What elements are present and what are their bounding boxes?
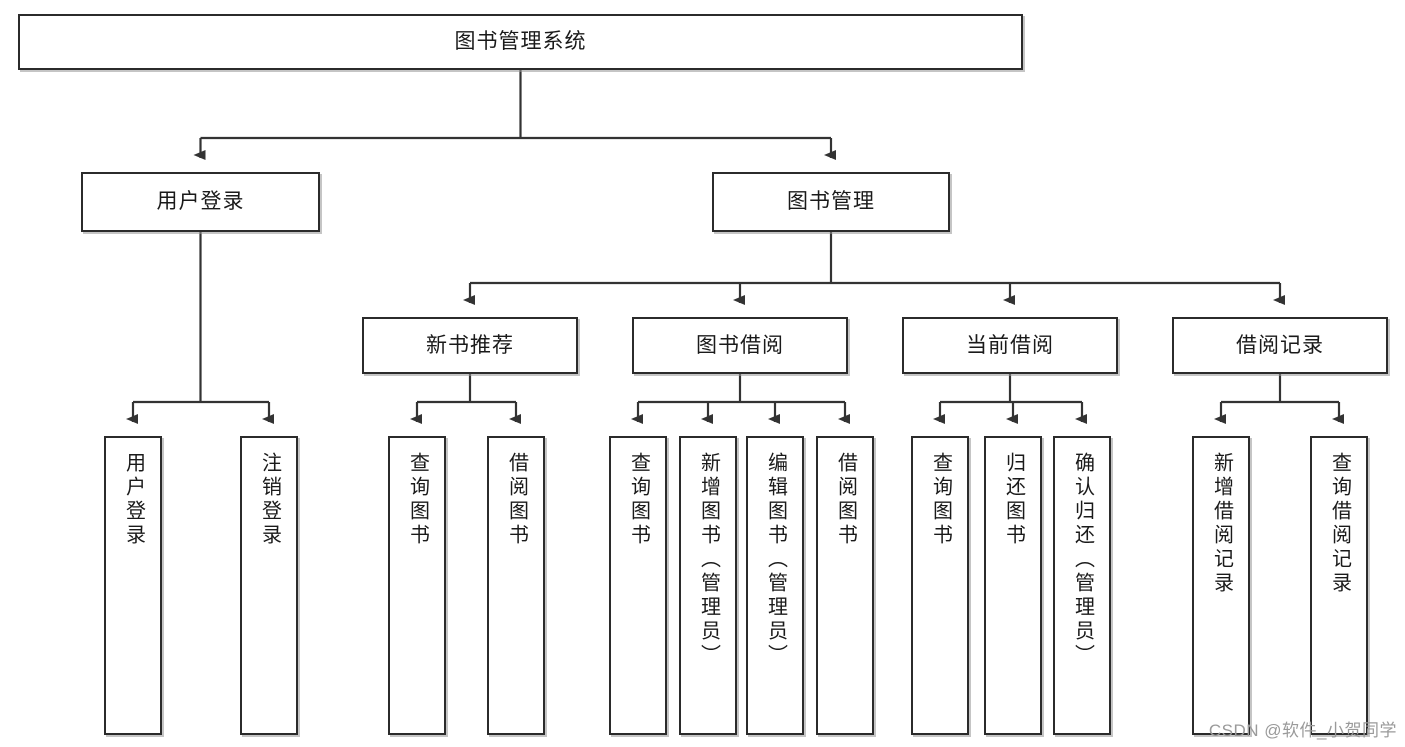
node-leaf-q3[interactable]: 查询图书 xyxy=(911,436,969,735)
node-label: 借阅图书 xyxy=(834,452,857,548)
node-label: 用户登录 xyxy=(122,452,145,548)
node-book-borrow[interactable]: 图书借阅 xyxy=(632,317,848,374)
node-label: 确认归还（管理员） xyxy=(1071,452,1094,668)
node-label: 查询图书 xyxy=(929,452,952,548)
node-root[interactable]: 图书管理系统 xyxy=(18,14,1023,70)
node-label: 新书推荐 xyxy=(426,333,514,357)
node-label: 用户登录 xyxy=(156,190,245,214)
node-leaf-edit[interactable]: 编辑图书（管理员） xyxy=(746,436,804,735)
node-leaf-logout[interactable]: 注销登录 xyxy=(240,436,298,735)
node-leaf-return[interactable]: 归还图书 xyxy=(984,436,1042,735)
node-leaf-confirm[interactable]: 确认归还（管理员） xyxy=(1053,436,1111,735)
node-label: 当前借阅 xyxy=(966,333,1054,357)
node-user-login[interactable]: 用户登录 xyxy=(81,172,320,232)
node-label: 查询图书 xyxy=(406,452,429,548)
node-label: 归还图书 xyxy=(1002,452,1025,548)
node-leaf-login[interactable]: 用户登录 xyxy=(104,436,162,735)
node-label: 注销登录 xyxy=(258,452,281,548)
node-label: 新增图书（管理员） xyxy=(697,452,720,668)
node-label: 查询借阅记录 xyxy=(1328,452,1351,596)
node-label: 查询图书 xyxy=(627,452,650,548)
node-leaf-q1[interactable]: 查询图书 xyxy=(388,436,446,735)
node-label: 借阅图书 xyxy=(505,452,528,548)
node-book-mgmt[interactable]: 图书管理 xyxy=(712,172,950,232)
node-leaf-b2[interactable]: 借阅图书 xyxy=(816,436,874,735)
node-new-book-rec[interactable]: 新书推荐 xyxy=(362,317,578,374)
node-borrow-record[interactable]: 借阅记录 xyxy=(1172,317,1388,374)
node-leaf-add[interactable]: 新增图书（管理员） xyxy=(679,436,737,735)
node-label: 图书管理系统 xyxy=(454,30,587,54)
node-leaf-addrec[interactable]: 新增借阅记录 xyxy=(1192,436,1250,735)
node-label: 借阅记录 xyxy=(1236,333,1324,357)
node-leaf-b1[interactable]: 借阅图书 xyxy=(487,436,545,735)
node-label: 编辑图书（管理员） xyxy=(764,452,787,668)
node-leaf-qrec[interactable]: 查询借阅记录 xyxy=(1310,436,1368,735)
node-leaf-q2[interactable]: 查询图书 xyxy=(609,436,667,735)
node-label: 图书管理 xyxy=(787,190,875,214)
node-label: 新增借阅记录 xyxy=(1210,452,1233,596)
node-label: 图书借阅 xyxy=(696,333,784,357)
node-cur-borrow[interactable]: 当前借阅 xyxy=(902,317,1118,374)
